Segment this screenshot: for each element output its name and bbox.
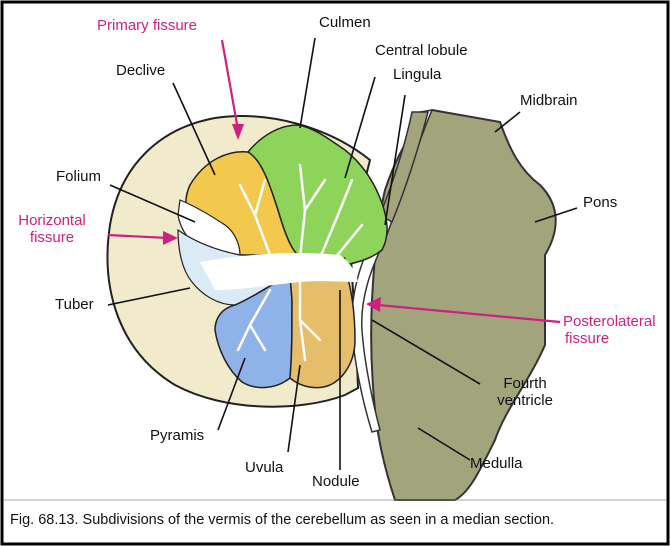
leader-culmen	[300, 38, 315, 128]
label-uvula: Uvula	[245, 459, 283, 476]
label-fourth-ventricle-line1: Fourth	[482, 375, 568, 392]
label-medulla: Medulla	[470, 455, 523, 472]
label-pyramis: Pyramis	[150, 427, 204, 444]
label-central-lobule: Central lobule	[375, 42, 468, 59]
label-culmen: Culmen	[319, 14, 371, 31]
label-folium: Folium	[56, 168, 101, 185]
label-fourth-ventricle: Fourth ventricle	[482, 375, 568, 409]
label-posterolateral-fissure: Posterolateral fissure	[563, 313, 656, 347]
figure-caption: Fig. 68.13. Subdivisions of the vermis o…	[10, 512, 660, 528]
label-tuber: Tuber	[55, 296, 94, 313]
label-fourth-ventricle-line2: ventricle	[482, 392, 568, 409]
label-midbrain: Midbrain	[520, 92, 578, 109]
label-posterolateral-fissure-line1: Posterolateral	[563, 313, 656, 330]
label-horizontal-fissure-line1: Horizontal	[10, 212, 94, 229]
label-lingula: Lingula	[393, 66, 441, 83]
label-primary-fissure: Primary fissure	[97, 17, 197, 34]
label-nodule: Nodule	[312, 473, 360, 490]
label-horizontal-fissure-line2: fissure	[10, 229, 94, 246]
label-posterolateral-fissure-line2: fissure	[563, 330, 656, 347]
label-pons: Pons	[583, 194, 617, 211]
label-horizontal-fissure: Horizontal fissure	[10, 212, 94, 246]
label-declive: Declive	[116, 62, 165, 79]
